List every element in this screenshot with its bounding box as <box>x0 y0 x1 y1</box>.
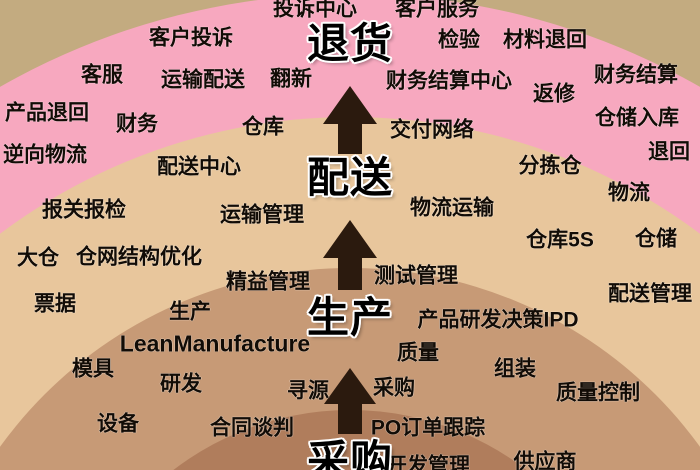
arrow-group <box>323 86 377 434</box>
arrow-to-delivery-icon <box>323 220 377 290</box>
band-procurement-arc <box>173 410 527 470</box>
arrow-to-returns-icon <box>323 86 377 154</box>
arrow-to-production-icon <box>324 368 376 434</box>
